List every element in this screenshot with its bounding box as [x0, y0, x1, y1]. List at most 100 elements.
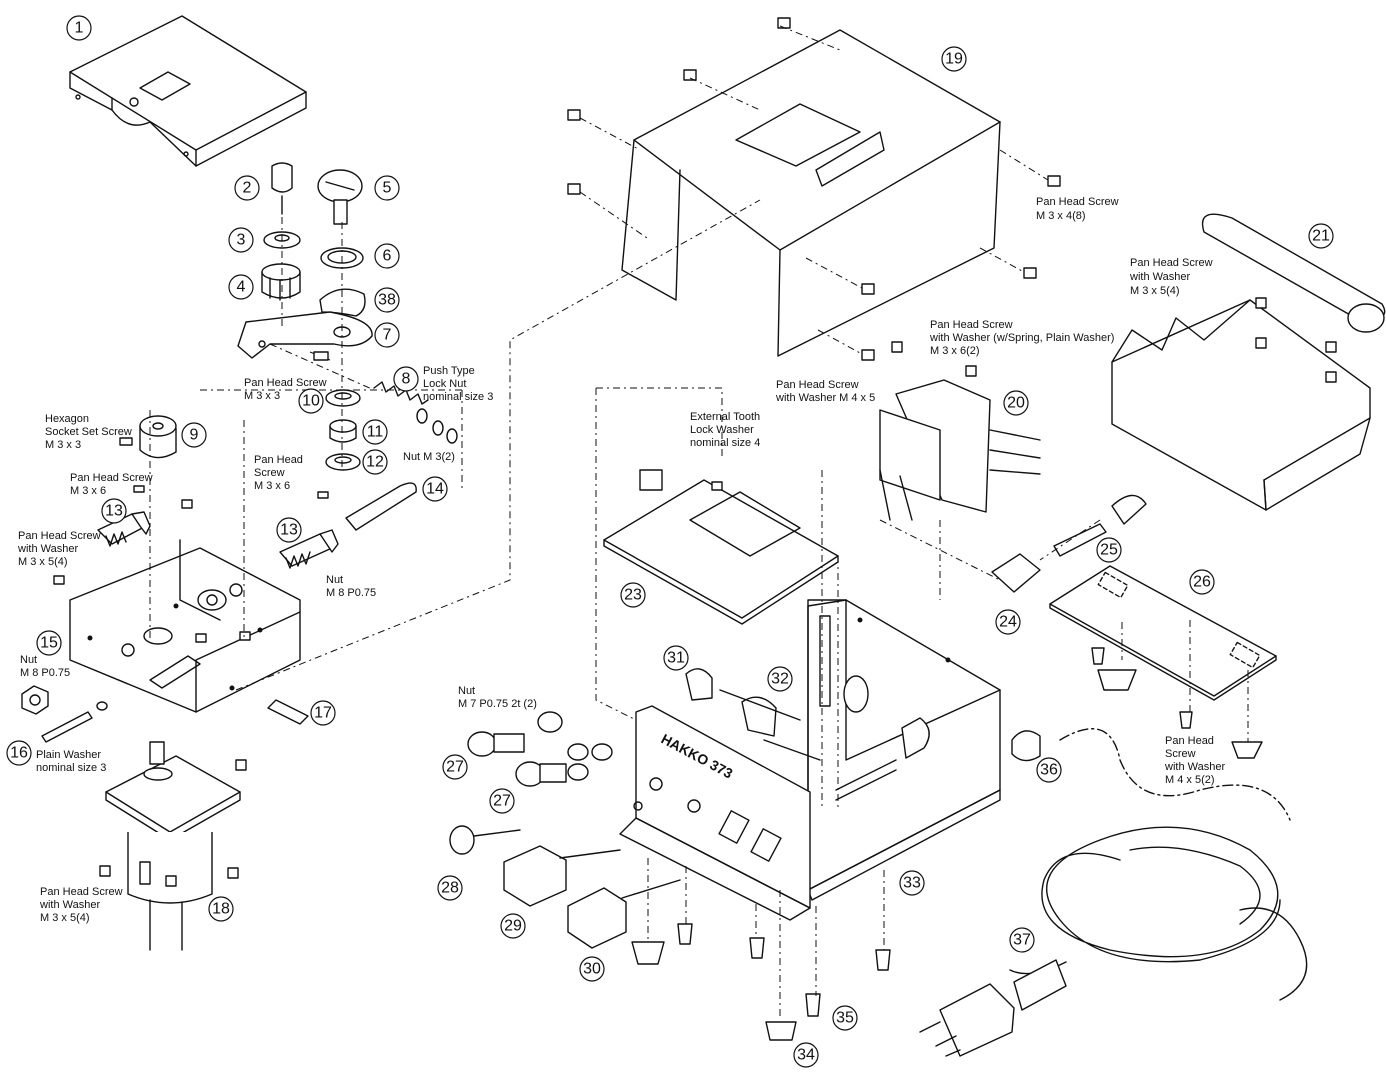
part-9-hex-knob	[119, 415, 177, 459]
svg-text:24: 24	[999, 614, 1017, 631]
svg-text:7: 7	[383, 327, 392, 344]
svg-text:30: 30	[583, 961, 601, 978]
callout-10: 10	[298, 388, 324, 414]
callout-21: 21	[1308, 223, 1334, 249]
callout-38: 38	[374, 287, 400, 313]
svg-text:4: 4	[237, 279, 246, 296]
svg-text:20: 20	[1007, 395, 1025, 412]
callout-1: 1	[66, 15, 92, 41]
callout-36: 36	[1036, 757, 1062, 783]
callout-13b: 13	[276, 517, 302, 543]
callout-11: 11	[362, 419, 388, 445]
callout-26: 26	[1189, 569, 1215, 595]
callout-23: 23	[620, 582, 646, 608]
callout-30: 30	[579, 956, 605, 982]
svg-text:34: 34	[797, 1047, 815, 1064]
part-19-top-cover	[567, 17, 1061, 361]
svg-text:31: 31	[667, 650, 685, 667]
svg-text:1: 1	[75, 20, 84, 37]
callout-14: 14	[422, 476, 448, 502]
svg-text:37: 37	[1013, 932, 1031, 949]
svg-text:23: 23	[624, 587, 642, 604]
callout-16: 16	[6, 740, 32, 766]
part-37-power-cord	[919, 728, 1308, 1057]
svg-text:5: 5	[383, 180, 392, 197]
svg-text:11: 11	[367, 424, 384, 441]
svg-text:26: 26	[1193, 574, 1211, 591]
part-33-chassis	[807, 599, 1001, 901]
callout-24: 24	[995, 609, 1021, 635]
misc-parts	[685, 494, 1277, 762]
callout-34: 34	[793, 1042, 819, 1068]
callout-12: 12	[362, 449, 388, 475]
front-controls	[449, 647, 1263, 1041]
part-21-iron-holder	[1111, 213, 1386, 511]
svg-text:29: 29	[504, 918, 522, 935]
callout-18: 18	[208, 896, 234, 922]
svg-text:17: 17	[314, 705, 332, 722]
svg-text:19: 19	[945, 51, 963, 68]
svg-text:35: 35	[836, 1010, 854, 1027]
svg-text:2: 2	[243, 180, 252, 197]
svg-text:3: 3	[237, 232, 246, 249]
callout-13a: 13	[101, 498, 127, 524]
alignment-lines	[235, 199, 1249, 1020]
svg-text:28: 28	[441, 880, 459, 897]
callout-2: 2	[234, 175, 260, 201]
callout-20: 20	[1003, 390, 1029, 416]
part-15-bracket	[21, 389, 463, 743]
svg-text:32: 32	[771, 671, 789, 688]
svg-text:25: 25	[1100, 542, 1118, 559]
svg-text:6: 6	[383, 248, 392, 265]
svg-text:16: 16	[10, 745, 28, 762]
callouts: 1 2 3 4 5 6 7 8 9 10 11 12 13 13 14 15 1…	[6, 15, 1334, 1068]
svg-text:12: 12	[366, 454, 384, 471]
callout-15: 15	[36, 630, 62, 656]
knob-stack	[237, 162, 373, 471]
callout-5: 5	[374, 175, 400, 201]
svg-text:9: 9	[190, 427, 199, 444]
svg-text:38: 38	[378, 292, 396, 309]
svg-text:15: 15	[40, 635, 58, 652]
svg-text:27: 27	[446, 759, 464, 776]
svg-text:10: 10	[302, 393, 320, 410]
callout-7: 7	[374, 322, 400, 348]
svg-text:8: 8	[402, 371, 411, 388]
front-panel: HAKKO 373	[619, 705, 811, 921]
callout-27a: 27	[442, 754, 468, 780]
callout-35: 35	[832, 1005, 858, 1031]
svg-text:27: 27	[493, 793, 511, 810]
part-13-14-pins	[97, 482, 417, 569]
callout-4: 4	[228, 274, 254, 300]
svg-text:36: 36	[1040, 762, 1058, 779]
callout-6: 6	[374, 243, 400, 269]
svg-text:33: 33	[903, 875, 921, 892]
callout-28: 28	[437, 875, 463, 901]
callout-37: 37	[1009, 927, 1035, 953]
part-20-transformer	[879, 341, 1041, 521]
svg-text:14: 14	[426, 481, 444, 498]
svg-text:21: 21	[1312, 228, 1330, 245]
callout-25: 25	[1096, 537, 1122, 563]
callout-8: 8	[393, 366, 419, 392]
label-nut-m3: Nut M 3(2)	[403, 451, 455, 463]
callout-19: 19	[941, 46, 967, 72]
part-18-motor	[99, 741, 247, 951]
